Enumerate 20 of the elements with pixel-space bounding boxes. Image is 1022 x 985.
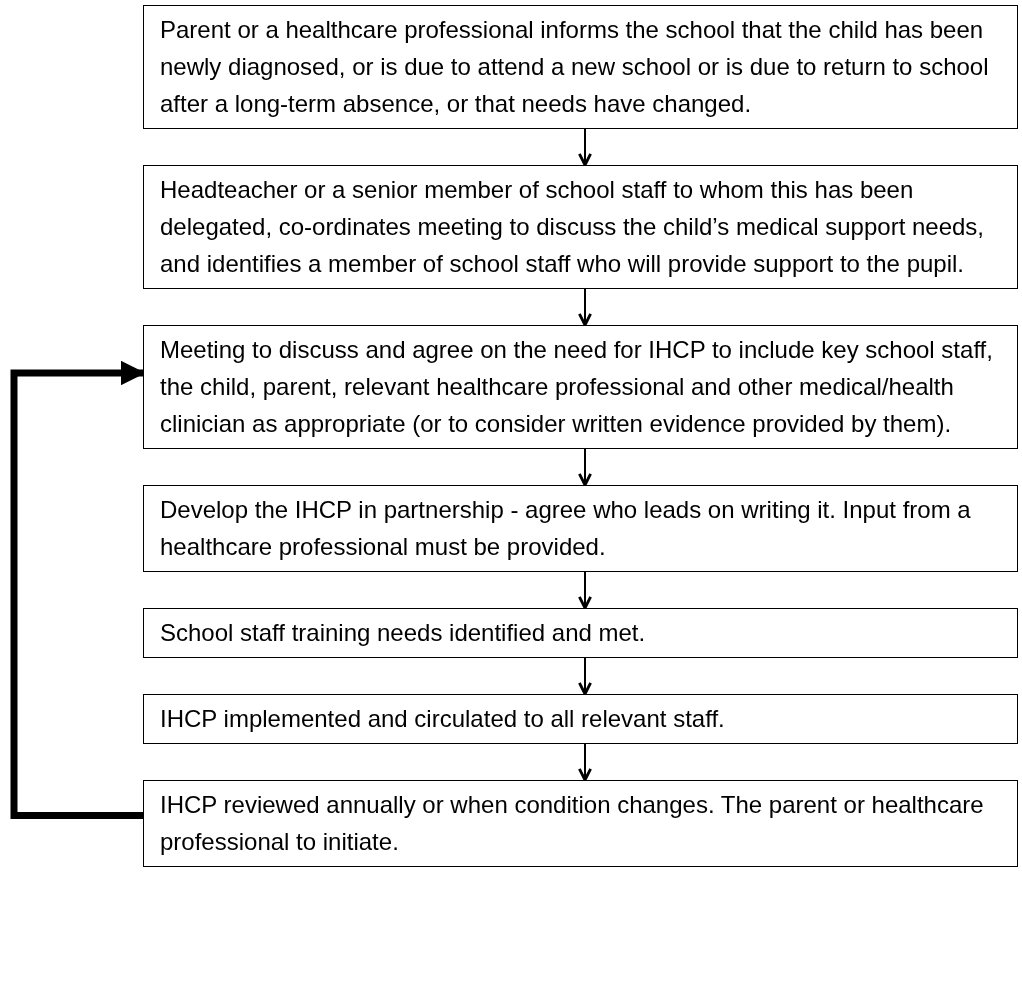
process-box	[143, 325, 1018, 449]
arrow	[578, 128, 592, 167]
arrow	[578, 448, 592, 487]
process-box	[143, 694, 1018, 744]
step-text: IHCP implemented and circulated to all relevant staff.	[160, 704, 726, 734]
arrow	[578, 571, 592, 610]
process-box	[143, 780, 1018, 867]
step-text: Parent or a healthcare professional informs the school that the child has been newly diagnosed, or is due to attend a new school or is due to return to school after a long-term absence, or that needs have changed.	[160, 15, 990, 119]
arrow	[578, 743, 592, 782]
process-box	[143, 608, 1018, 658]
arrow	[578, 657, 592, 696]
arrow	[578, 288, 592, 327]
step-text: IHCP reviewed annually or when condition changes. The parent or healthcare professional to initiate.	[160, 790, 985, 857]
process-box	[143, 5, 1018, 129]
step-text: Meeting to discuss and agree on the need for IHCP to include key school staff, the child, parent, relevant healthcare professional and other medical/health clinician as appropriate (or to consider written evidence provided by them).	[160, 335, 994, 439]
process-box	[143, 165, 1018, 289]
step-text: School staff training needs identified and met.	[160, 618, 647, 648]
step-text: Headteacher or a senior member of school staff to whom this has been delegated, co-ordinates meeting to discuss the child’s medical support needs, and identifies a member of school staff who will provide support to the pupil.	[160, 175, 986, 279]
step-text: Develop the IHCP in partnership - agree who leads on writing it. Input from a healthcare professional must be provided.	[160, 495, 972, 562]
process-box	[143, 485, 1018, 572]
